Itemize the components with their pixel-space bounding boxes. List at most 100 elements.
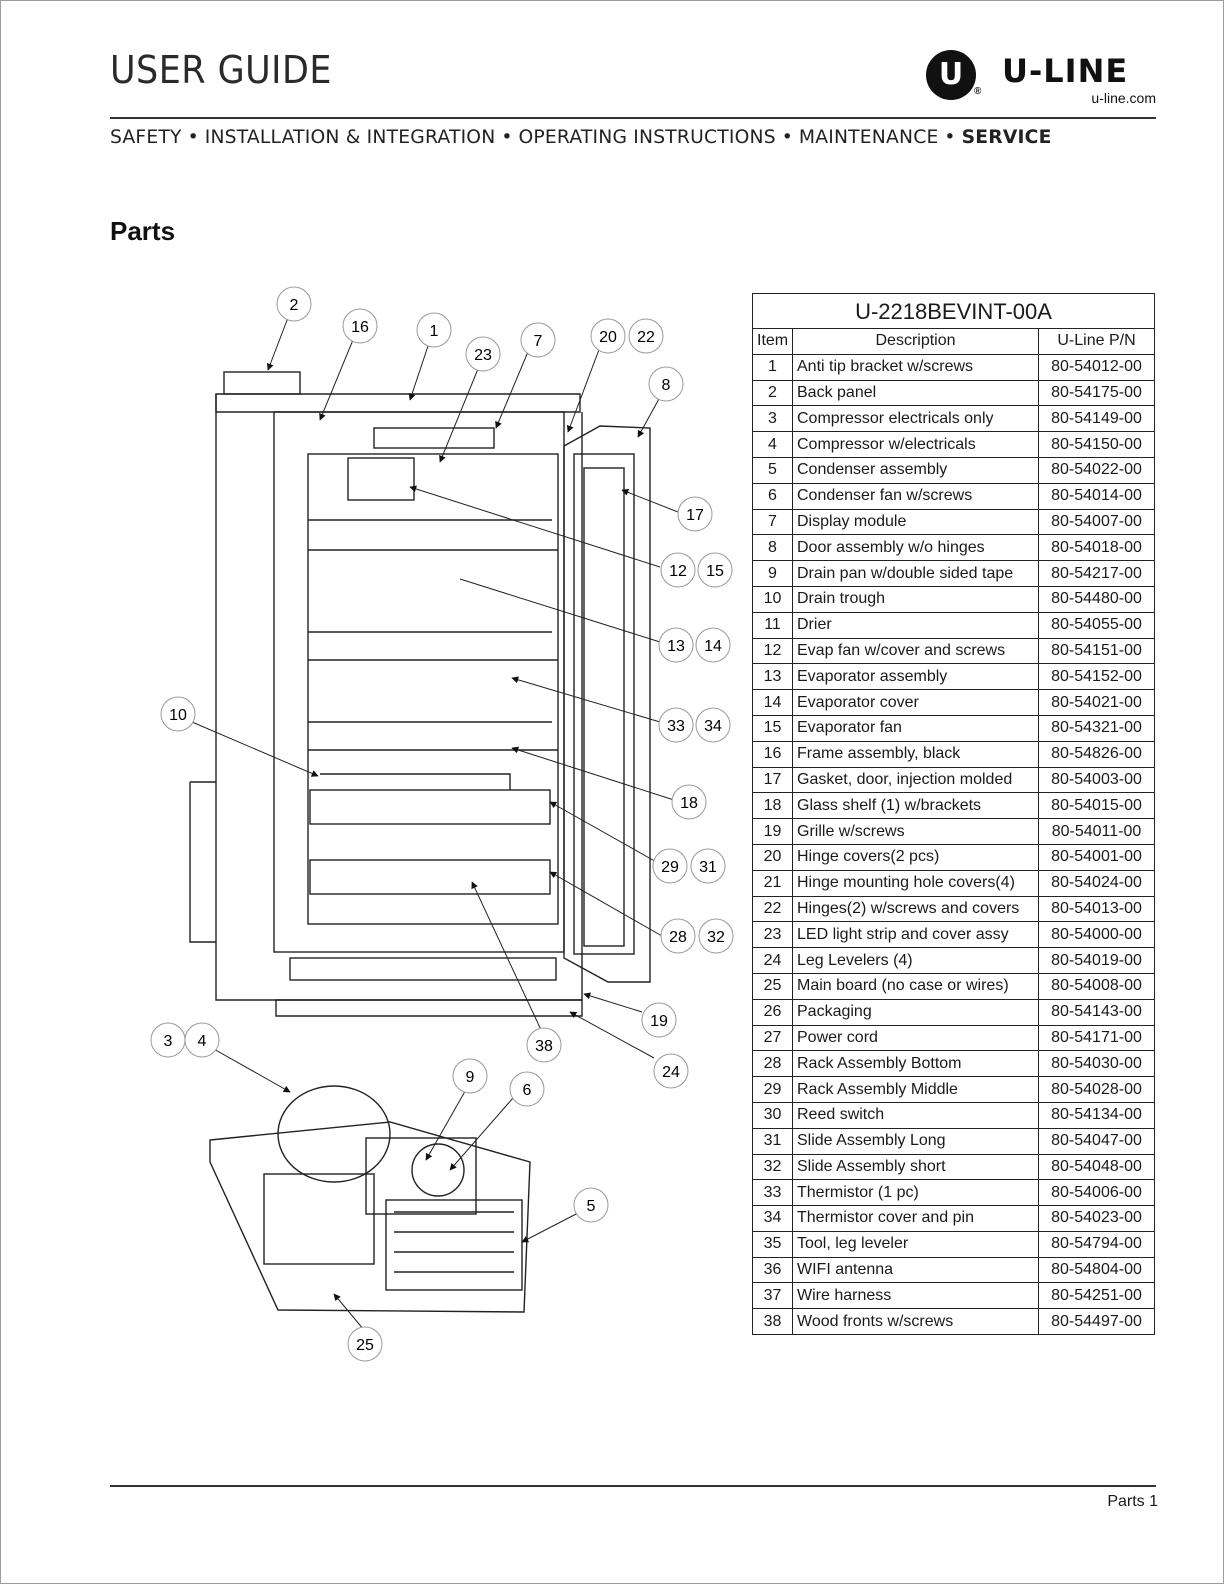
item-part-number: 80-54048-00 (1038, 1153, 1155, 1181)
item-number: 10 (752, 585, 793, 613)
nav-separator: • (781, 126, 793, 148)
item-part-number: 80-54321-00 (1038, 714, 1155, 742)
item-number: 31 (752, 1127, 793, 1155)
svg-text:10: 10 (169, 707, 187, 724)
item-number: 17 (752, 766, 793, 794)
section-title: Parts (110, 216, 176, 246)
item-number: 9 (752, 560, 793, 587)
brand-name: U-LINE (1002, 52, 1129, 90)
svg-text:18: 18 (680, 795, 698, 812)
item-number: 36 (752, 1256, 793, 1284)
item-part-number: 80-54022-00 (1038, 456, 1155, 484)
callout-19: 19 (641, 1002, 677, 1038)
item-description: Grille w/screws (792, 818, 1039, 845)
item-description: Leg Levelers (4) (792, 947, 1039, 974)
item-description: Reed switch (792, 1101, 1039, 1129)
item-part-number: 80-54013-00 (1038, 895, 1155, 923)
callout-38: 38 (526, 1027, 562, 1063)
item-description: Glass shelf (1) w/brackets (792, 792, 1039, 820)
col-header-description: Description (792, 328, 1039, 355)
callout-bubbles: 2 16 1 23 7 20 22 8 17 12 15 13 14 10 33… (150, 286, 734, 1362)
nav-item-installation: INSTALLATION & INTEGRATION (204, 126, 496, 148)
item-description: Drain pan w/double sided tape (792, 560, 1039, 587)
item-part-number: 80-54804-00 (1038, 1256, 1155, 1284)
item-part-number: 80-54014-00 (1038, 482, 1155, 510)
callout-22: 22 (628, 318, 664, 354)
item-description: Main board (no case or wires) (792, 972, 1039, 1000)
item-part-number: 80-54149-00 (1038, 405, 1155, 433)
callout-24: 24 (653, 1053, 689, 1089)
item-part-number: 80-54143-00 (1038, 998, 1155, 1026)
svg-text:4: 4 (198, 1033, 207, 1050)
item-description: Condenser assembly (792, 456, 1039, 484)
svg-text:8: 8 (662, 377, 671, 394)
item-part-number: 80-54006-00 (1038, 1179, 1155, 1207)
item-number: 27 (752, 1024, 793, 1052)
cabinet-drawing (189, 371, 651, 1313)
svg-text:33: 33 (667, 718, 685, 735)
item-part-number: 80-54171-00 (1038, 1024, 1155, 1052)
item-description: Rack Assembly Bottom (792, 1050, 1039, 1078)
svg-text:32: 32 (707, 929, 725, 946)
callout-15: 15 (697, 552, 733, 588)
callout-12: 12 (660, 552, 696, 588)
brand-logo: U ® U-LINE u-line.com (926, 48, 1166, 110)
item-part-number: 80-54008-00 (1038, 972, 1155, 1000)
item-part-number: 80-54150-00 (1038, 431, 1155, 458)
callout-31: 31 (690, 848, 726, 884)
callout-13: 13 (658, 627, 694, 663)
item-number: 5 (752, 456, 793, 484)
item-part-number: 80-54497-00 (1038, 1308, 1155, 1336)
item-part-number: 80-54011-00 (1038, 818, 1155, 845)
callout-1: 1 (416, 312, 452, 348)
svg-text:14: 14 (704, 638, 722, 655)
item-part-number: 80-54001-00 (1038, 843, 1155, 871)
item-number: 33 (752, 1179, 793, 1207)
nav-separator: • (501, 126, 513, 148)
svg-text:13: 13 (667, 638, 685, 655)
page-label: Parts 1 (1107, 1493, 1158, 1510)
item-number: 4 (752, 431, 793, 458)
item-part-number: 80-54019-00 (1038, 947, 1155, 974)
item-number: 12 (752, 637, 793, 665)
item-description: Drier (792, 611, 1039, 639)
item-description: Condenser fan w/screws (792, 482, 1039, 510)
svg-text:17: 17 (686, 507, 704, 524)
item-number: 14 (752, 689, 793, 716)
item-description: LED light strip and cover assy (792, 921, 1039, 949)
item-number: 23 (752, 921, 793, 949)
item-description: Tool, leg leveler (792, 1230, 1039, 1258)
item-description: Evaporator assembly (792, 663, 1039, 691)
item-part-number: 80-54151-00 (1038, 637, 1155, 665)
item-number: 13 (752, 663, 793, 691)
item-description: Wire harness (792, 1282, 1039, 1310)
item-description: Power cord (792, 1024, 1039, 1052)
nav-item-operating: OPERATING INSTRUCTIONS (518, 126, 776, 148)
callout-14: 14 (695, 627, 731, 663)
item-part-number: 80-54134-00 (1038, 1101, 1155, 1129)
exploded-parts-diagram: 2 16 1 23 7 20 22 8 17 12 15 13 14 10 33… (150, 286, 734, 1362)
svg-text:1: 1 (430, 323, 439, 340)
nav-separator: • (944, 126, 956, 148)
item-part-number: 80-54047-00 (1038, 1127, 1155, 1155)
callout-5: 5 (573, 1187, 609, 1223)
item-description: Back panel (792, 379, 1039, 407)
svg-text:7: 7 (534, 333, 543, 350)
